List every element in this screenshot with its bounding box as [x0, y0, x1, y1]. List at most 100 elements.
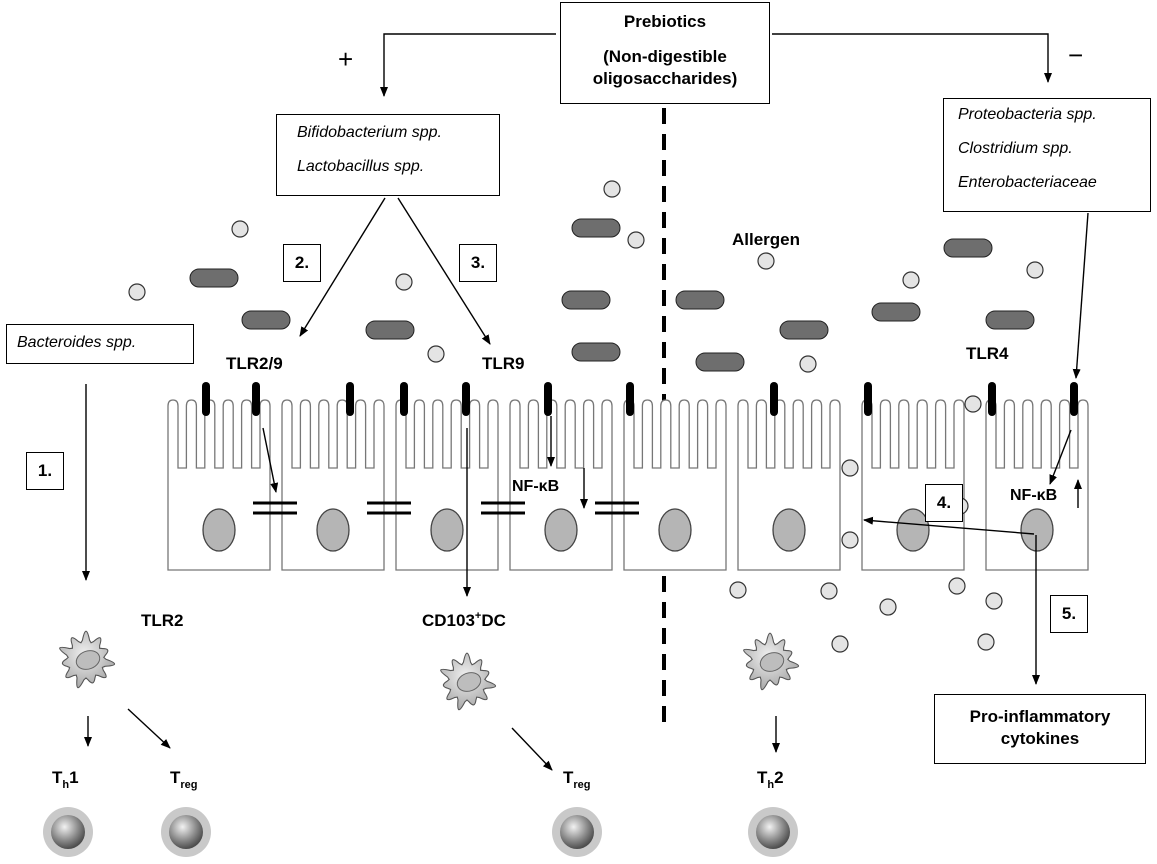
tlr-receptor: [462, 382, 470, 416]
th1-base: T: [52, 768, 63, 787]
prebiotics-box: Prebiotics (Non-digestible oligosacchari…: [560, 2, 770, 104]
dendritic-cell-cd103: [440, 652, 497, 711]
step-4-box: 4.: [925, 484, 963, 522]
dendritic-cell-nucleus: [759, 652, 785, 672]
cell-nucleus: [1020, 508, 1054, 552]
tlr-receptor: [400, 382, 408, 416]
th1-label: Th1: [52, 768, 79, 791]
allergen-particle: [395, 273, 413, 291]
cd103-sup: +: [474, 610, 482, 622]
t-cell-th2-core: [756, 815, 790, 849]
cell-nucleus: [202, 508, 236, 552]
beneficial-bacteria-box: Bifidobacterium spp. Lactobacillus spp.: [276, 114, 500, 196]
epithelial-cell: [167, 399, 271, 571]
allergen-particle: [757, 252, 775, 270]
prebiotics-subtitle-2: oligosaccharides): [592, 69, 738, 88]
th2-tail: 2: [774, 768, 784, 787]
allergen-particle: [627, 231, 645, 249]
bacterium-rod: [571, 218, 621, 238]
treg-label: Treg: [563, 768, 591, 791]
treg-base: T: [563, 768, 574, 787]
allergen-particle: [603, 180, 621, 198]
tlr-receptor: [770, 382, 778, 416]
dendritic-cell-left: [59, 630, 116, 689]
prebiotics-title: Prebiotics: [623, 12, 707, 31]
dendritic-cell-nucleus: [456, 672, 482, 692]
tight-junctions: [253, 501, 639, 515]
th2-label: Th2: [757, 768, 784, 791]
epithelial-cell: [509, 399, 613, 571]
cell-nucleus: [772, 508, 806, 552]
bacterium-rod: [571, 342, 621, 362]
step-2-box: 2.: [283, 244, 321, 282]
treg-label: Treg: [170, 768, 198, 791]
t-cell-treg-2-core: [560, 815, 594, 849]
prebiotic-arrows: [380, 33, 1052, 97]
bacterium-rod: [871, 302, 921, 322]
tlr4-label: TLR4: [966, 344, 1009, 363]
allergen-particle: [1026, 261, 1044, 279]
step-1-box: 1.: [26, 452, 64, 490]
tlr29-label: TLR2/9: [226, 354, 283, 373]
bacteria-name: Clostridium spp.: [958, 140, 1073, 157]
epithelial-cell: [395, 399, 499, 571]
allergen-particle: [977, 633, 995, 651]
epithelial-cell: [737, 399, 841, 571]
cd103-tail: DC: [481, 611, 506, 630]
bacterium-rod: [675, 290, 725, 310]
nfkb-label: NF-κB: [512, 478, 560, 495]
allergen-particle: [831, 635, 849, 653]
bacterium-rod: [365, 320, 415, 340]
t-cell-th1-core: [51, 815, 85, 849]
allergen-particle: [879, 598, 897, 616]
cytokines-line-1: Pro-inflammatory: [969, 707, 1111, 726]
plus-sign: +: [338, 44, 354, 74]
tlr-receptor: [626, 382, 634, 416]
allergen-particle: [964, 395, 982, 413]
allergen-particle: [902, 271, 920, 289]
step-3-box: 3.: [459, 244, 497, 282]
allergen-particle: [820, 582, 838, 600]
epithelial-cell: [623, 399, 727, 571]
epithelial-cell: [281, 399, 385, 571]
allergen-particle: [841, 531, 859, 549]
th1-sub: h: [62, 779, 70, 791]
bacterium-rod: [943, 238, 993, 258]
cd103-main: CD103: [422, 611, 475, 630]
allergen-particle: [799, 355, 817, 373]
cell-nucleus: [896, 508, 930, 552]
treg-sub: reg: [573, 779, 591, 791]
nfkb-label: NF-κB: [1010, 487, 1058, 504]
cell-nucleus: [316, 508, 350, 552]
bacteroides-box: Bacteroides spp.: [6, 324, 194, 364]
harmful-bacteria-box: Proteobacteria spp. Clostridium spp. Ent…: [943, 98, 1151, 212]
cd103-dc-label: CD103+DC: [422, 610, 506, 631]
bacteria-rods: [189, 218, 1035, 372]
bacteria-name: Enterobacteriaceae: [958, 174, 1097, 191]
bacteria-name: Proteobacteria spp.: [958, 106, 1097, 123]
cell-nucleus: [430, 508, 464, 552]
th1-tail: 1: [69, 768, 79, 787]
cytokines-line-2: cytokines: [1000, 729, 1080, 748]
treg-sub: reg: [180, 779, 198, 791]
t-cells: [43, 807, 798, 857]
minus-sign: −: [1068, 40, 1084, 70]
tlr-receptor: [864, 382, 872, 416]
bacterium-rod: [189, 268, 239, 288]
allergen-particles: [128, 180, 1044, 653]
allergen-particle: [985, 592, 1003, 610]
tlr-receptor: [1070, 382, 1078, 416]
dendritic-cell-nucleus: [75, 650, 101, 670]
epithelial-cell: [985, 399, 1089, 571]
allergen-particle: [128, 283, 146, 301]
cell-nucleus: [658, 508, 692, 552]
epithelial-cell: [861, 399, 965, 571]
bacterium-rod: [695, 352, 745, 372]
tlr-receptor: [988, 382, 996, 416]
t-cell-treg-1-core: [169, 815, 203, 849]
dendritic-cells: [59, 630, 800, 711]
cytokines-box: Pro-inflammatory cytokines: [934, 694, 1146, 764]
allergen-particle: [948, 577, 966, 595]
bacterium-rod: [779, 320, 829, 340]
tlr-receptor: [346, 382, 354, 416]
